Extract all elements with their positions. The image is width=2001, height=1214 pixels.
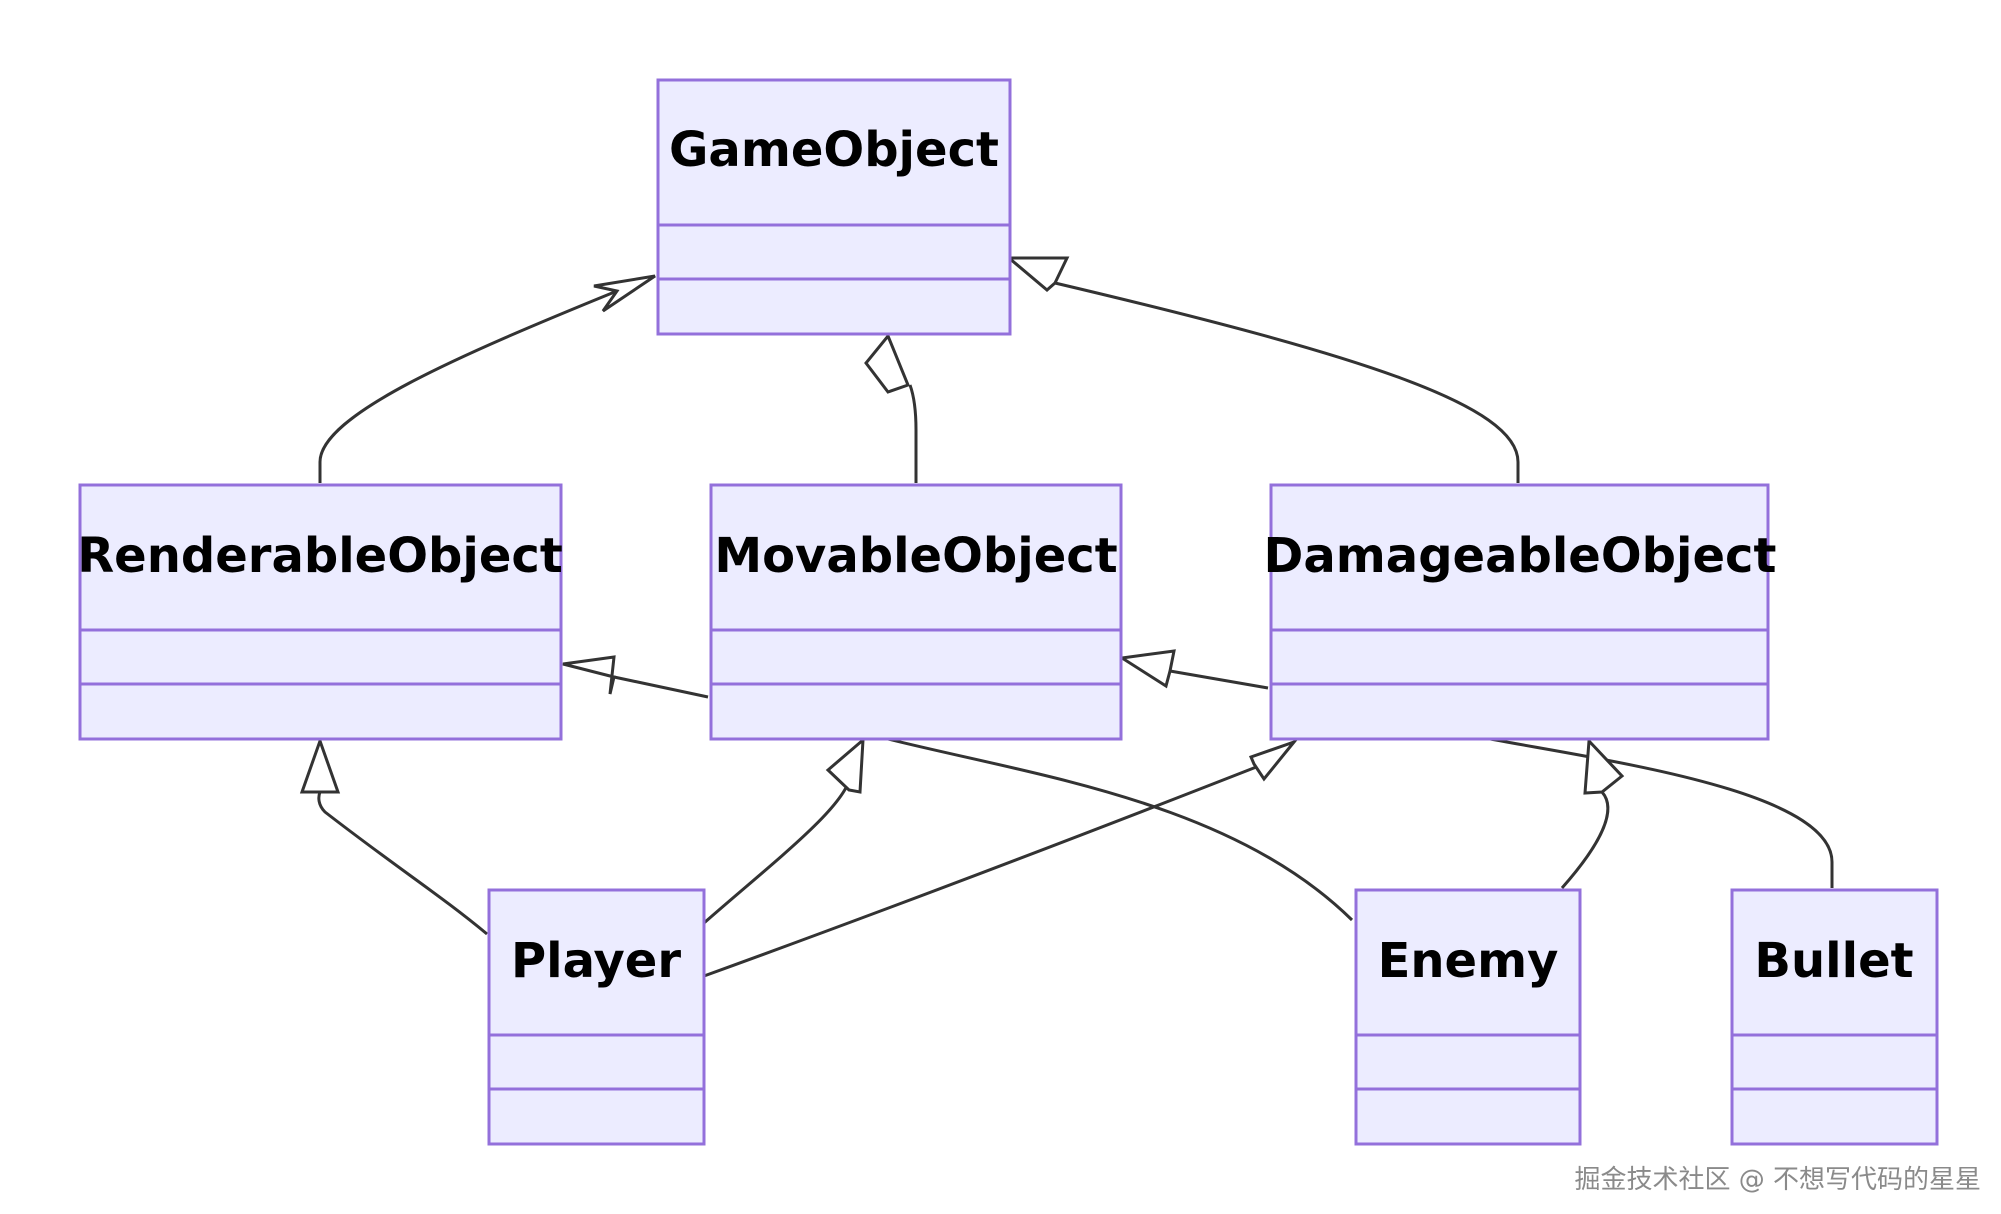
class-box-bullet[interactable]: Bullet	[1730, 888, 1939, 1146]
edge-bullet-to-damageable	[1484, 736, 1834, 888]
class-name-player: Player	[511, 933, 681, 989]
class-box-player[interactable]: Player	[487, 888, 706, 1146]
arrowhead-enemy-to-damageable	[1583, 737, 1625, 795]
arrowhead-player-to-damageable	[1248, 738, 1299, 782]
edge-damageable-to-movable	[1169, 669, 1269, 690]
arrowhead-movable-to-gameobject	[864, 333, 910, 394]
edge-enemy-to-damageable	[1560, 791, 1610, 889]
class-box-gameobject[interactable]: GameObject	[656, 78, 1012, 336]
edge-movable-to-renderable	[613, 675, 709, 699]
inheritance-edges	[317, 281, 1834, 978]
arrowhead-player-to-renderable	[299, 736, 341, 794]
arrowhead-renderable-to-gameobject	[593, 274, 656, 313]
edge-damageable-to-gameobject	[1054, 281, 1520, 483]
watermark-text: 掘金技术社区 @ 不想写代码的星星	[1574, 1165, 1981, 1195]
class-name-damageableobject: DamageableObject	[1264, 528, 1777, 584]
class-name-enemy: Enemy	[1378, 933, 1559, 989]
arrowhead-player-to-movable	[825, 736, 865, 794]
inheritance-arrowheads	[299, 256, 1625, 795]
class-box-damageableobject[interactable]: DamageableObject	[1264, 483, 1777, 741]
edge-player-to-movable	[703, 773, 859, 925]
arrowhead-movable-to-renderable	[562, 655, 616, 695]
edge-renderable-to-gameobject	[318, 289, 618, 483]
class-box-enemy[interactable]: Enemy	[1354, 888, 1582, 1146]
class-name-renderableobject: RenderableObject	[77, 528, 563, 584]
class-name-gameobject: GameObject	[669, 122, 999, 178]
class-name-bullet: Bullet	[1754, 933, 1913, 989]
arrowhead-damageable-to-gameobject	[1004, 256, 1070, 292]
class-name-movableobject: MovableObject	[714, 528, 1117, 584]
arrowhead-damageable-to-movable	[1117, 649, 1176, 689]
edge-player-to-renderable	[317, 791, 488, 936]
edge-enemy-to-movable	[883, 736, 1354, 922]
edge-movable-to-gameobject	[908, 384, 918, 483]
class-box-movableobject[interactable]: MovableObject	[709, 483, 1123, 741]
class-box-renderableobject[interactable]: RenderableObject	[77, 483, 563, 741]
edge-player-to-damageable	[703, 762, 1265, 978]
